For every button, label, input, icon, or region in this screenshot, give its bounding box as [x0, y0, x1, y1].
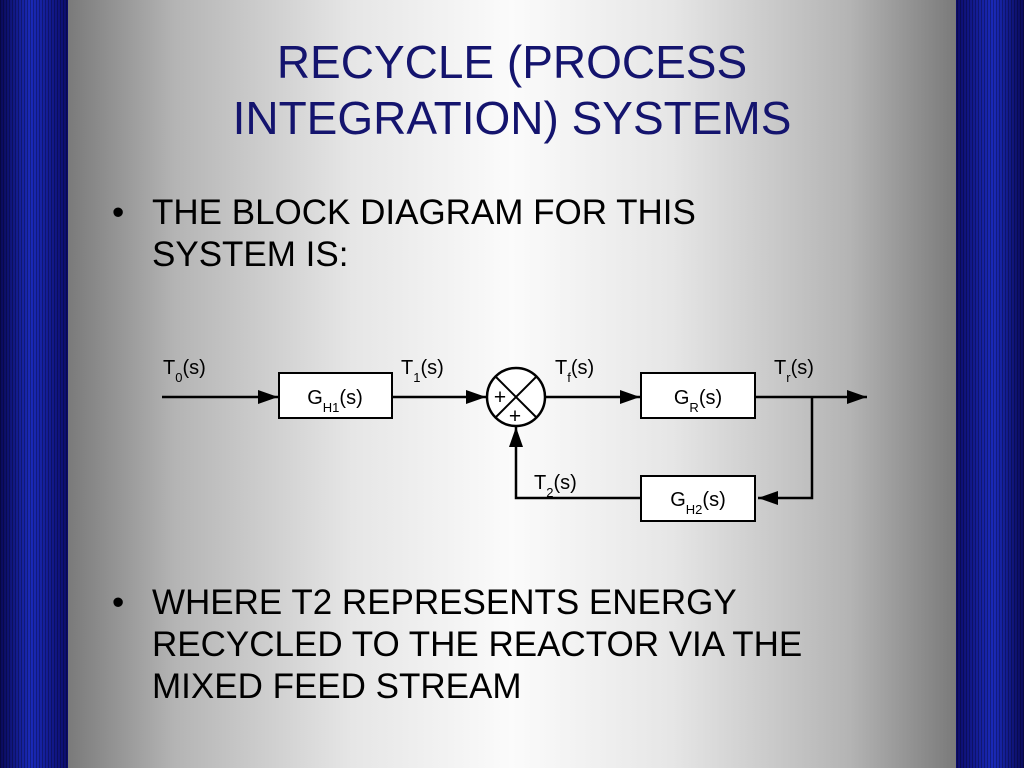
signal-tf-label: Tf(s): [555, 357, 594, 385]
slide-title-line2: INTEGRATION) SYSTEMS: [232, 92, 792, 144]
left-decorative-stripe: [0, 0, 68, 768]
feedback-return-line: [509, 427, 641, 500]
bullet1-line2: SYSTEM IS:: [152, 235, 349, 274]
slide-title: RECYCLE (PROCESS INTEGRATION) SYSTEMS: [68, 34, 956, 146]
bullet2-line1: WHERE T2 REPRESENTS ENERGY: [152, 583, 737, 622]
block-gr-label: GR(s): [674, 387, 722, 415]
signal-t2-label: T2(s): [534, 472, 577, 500]
bullet-icon: •: [112, 193, 125, 232]
feedback-branch-line: [758, 397, 814, 505]
slide-title-line1: RECYCLE (PROCESS: [276, 36, 748, 88]
signal-t1-label: T1(s): [401, 357, 444, 385]
summing-junction: [485, 366, 547, 428]
block-gh1-label: GH1(s): [307, 387, 363, 415]
bullet2-line2: RECYCLED TO THE REACTOR VIA THE: [152, 625, 803, 664]
bullet-icon: •: [112, 583, 125, 622]
block-gh1: [278, 372, 393, 419]
sum-sign-left: +: [494, 386, 506, 409]
bullet1-line1: THE BLOCK DIAGRAM FOR THIS: [152, 193, 696, 232]
signal-t0-label: T0(s): [163, 357, 206, 385]
block-gh2-label: GH2(s): [670, 489, 726, 517]
sum-sign-bottom: +: [509, 405, 521, 428]
bullet2-line3: MIXED FEED STREAM: [152, 667, 522, 706]
block-gr: [640, 372, 756, 419]
signal-tr-label: Tr(s): [774, 357, 814, 385]
